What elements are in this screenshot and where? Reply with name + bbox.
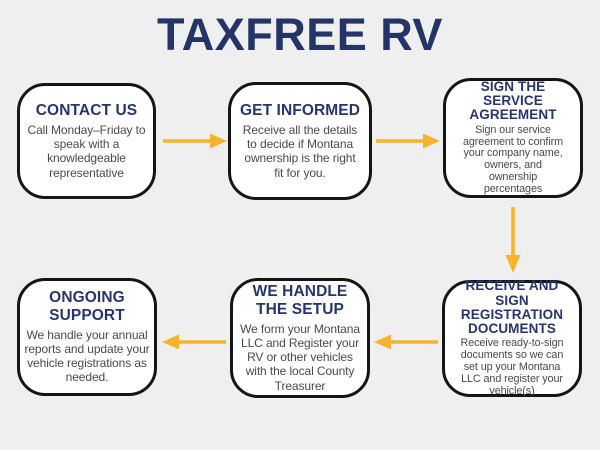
step-title: ONGOING SUPPORT: [49, 289, 125, 325]
step-box-get-informed: GET INFORMED Receive all the details to …: [228, 82, 372, 200]
step-box-sign-service-agreement: SIGN THE SERVICE AGREEMENT Sign our serv…: [443, 78, 583, 198]
step-description: Receive ready-to-sign documents so we ca…: [460, 337, 564, 397]
step-title: WE HANDLE THE SETUP: [252, 283, 348, 319]
step-description: Call Monday–Friday to speak with a knowl…: [27, 123, 146, 180]
step-description: We form your Montana LLC and Register yo…: [240, 321, 360, 393]
arrow-left-icon: [162, 334, 226, 350]
arrow-left-icon: [374, 334, 438, 350]
step-box-contact-us: CONTACT US Call Monday–Friday to speak w…: [17, 83, 156, 199]
step-description: We handle your annual reports and update…: [24, 328, 150, 385]
arrow-down-icon: [505, 207, 521, 273]
step-description: Sign our service agreement to confirm yo…: [462, 123, 564, 196]
step-title: GET INFORMED: [239, 102, 361, 120]
step-title: CONTACT US: [35, 102, 138, 120]
step-description: Receive all the details to decide if Mon…: [242, 123, 358, 180]
step-box-receive-sign-registration-documents: RECEIVE AND SIGN REGISTRATION DOCUMENTS …: [442, 278, 582, 397]
step-title: RECEIVE AND SIGN REGISTRATION DOCUMENTS: [460, 278, 564, 336]
step-title: SIGN THE SERVICE AGREEMENT: [469, 79, 557, 123]
arrow-right-icon: [376, 133, 440, 149]
step-box-we-handle-the-setup: WE HANDLE THE SETUP We form your Montana…: [230, 278, 370, 398]
step-box-ongoing-support: ONGOING SUPPORT We handle your annual re…: [17, 278, 157, 396]
arrow-right-icon: [163, 133, 227, 149]
page-title: TAXFREE RV: [157, 9, 443, 60]
